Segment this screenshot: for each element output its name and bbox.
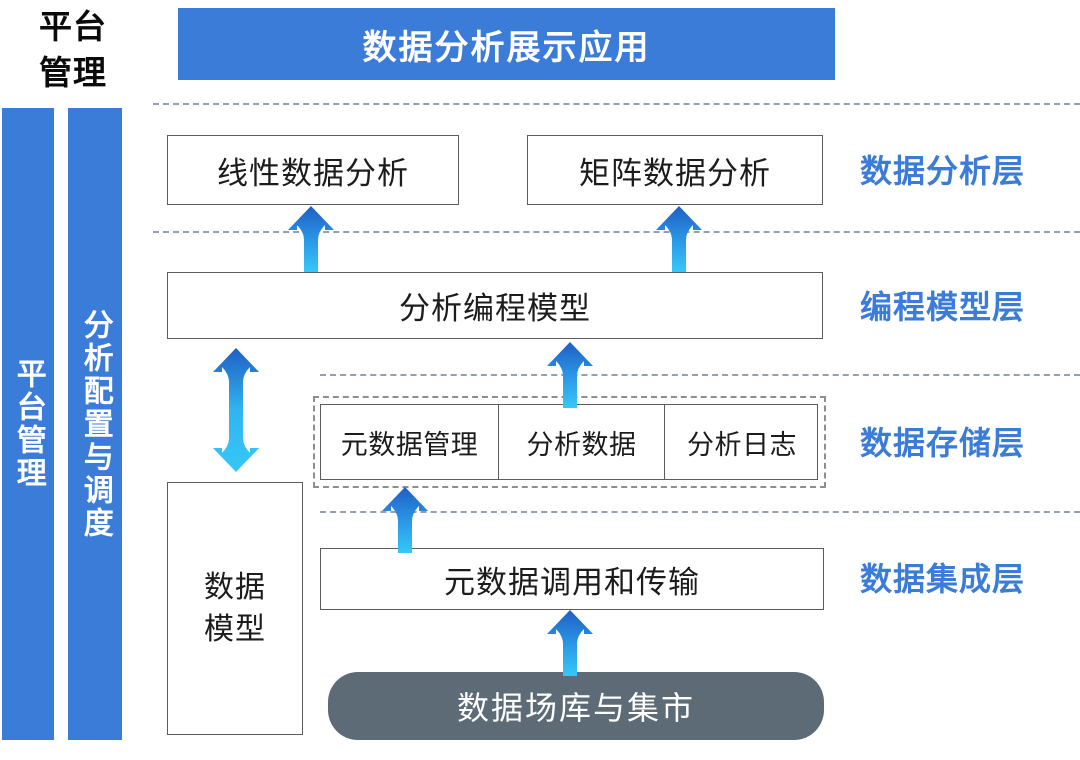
arrow-up-icon-linear <box>287 206 335 272</box>
box-analysis-log[interactable]: 分析日志 <box>687 429 797 460</box>
layer-separator-1 <box>153 103 1080 105</box>
box-analysis-programming-model[interactable]: 分析编程模型 <box>167 272 823 339</box>
layer-separator-4 <box>320 511 1080 513</box>
arrow-up-icon-source-to-transport <box>546 610 594 676</box>
box-metadata-management[interactable]: 元数据管理 <box>321 405 499 479</box>
page-title: 平台 管理 <box>39 8 107 91</box>
layer-label-data-storage: 数据存储层 <box>860 425 1026 461</box>
arrow-bidirectional-icon-datamodel <box>212 348 260 472</box>
storage-layer-row: 元数据管理 分析数据 分析日志 <box>320 404 818 480</box>
layer-label-data-analysis: 数据分析层 <box>860 153 1026 189</box>
box-data-warehouse-and-mart[interactable]: 数据场库与集市 <box>328 672 824 740</box>
box-metadata-invocation-transmission[interactable]: 元数据调用和传输 <box>320 548 824 610</box>
layer-label-programming-model: 编程模型层 <box>860 289 1026 325</box>
layer-label-data-integration: 数据集成层 <box>860 561 1026 597</box>
box-analysis-data[interactable]: 分析数据 <box>499 405 665 479</box>
arrow-up-icon-transport-to-storage <box>381 487 429 553</box>
layer-separator-3 <box>320 374 1080 376</box>
sidebar-bar-analysis-config-scheduling[interactable]: 分析配置与调度 <box>68 108 122 740</box>
layer-separator-2 <box>153 231 1080 233</box>
box-linear-data-analysis[interactable]: 线性数据分析 <box>167 135 459 205</box>
box-data-model[interactable]: 数据 模型 <box>167 482 303 735</box>
arrow-up-icon-matrix <box>655 206 703 272</box>
sidebar-bar-platform-management[interactable]: 平台管理 <box>2 108 54 740</box>
box-matrix-data-analysis[interactable]: 矩阵数据分析 <box>527 135 823 205</box>
banner-data-analysis-application[interactable]: 数据分析展示应用 <box>178 8 835 80</box>
